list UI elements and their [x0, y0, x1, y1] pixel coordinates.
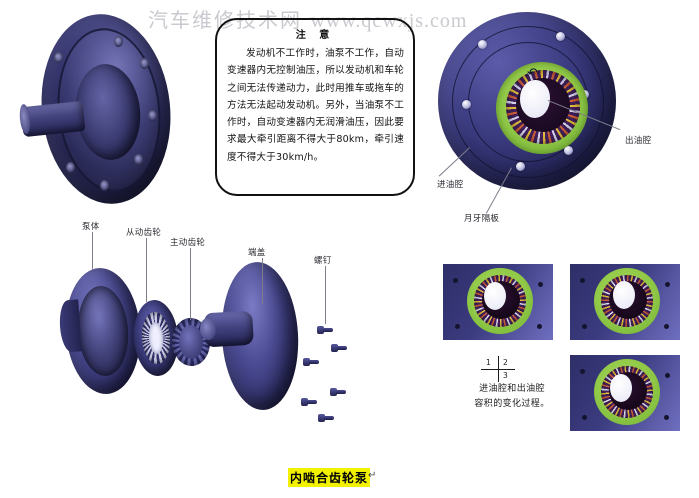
- stage-gear-bore: [613, 281, 635, 309]
- bolt-hole: [100, 180, 109, 191]
- face-bolt-hole: [556, 32, 565, 41]
- screw-part: [318, 414, 334, 422]
- screw-head: [331, 344, 338, 352]
- stage-panel-1: [443, 264, 553, 340]
- label-drive-gear: 主动齿轮: [170, 238, 206, 248]
- notice-box: 注 意 发动机不工作时，油泵不工作，自动变速器内无控制油压，所以发动机和车轮之间…: [215, 18, 415, 196]
- bolt-hole: [134, 154, 143, 165]
- screw-part: [301, 398, 317, 406]
- leader-line-driven-gear: [146, 238, 147, 302]
- stage-caption-line2: 容积的变化过程。: [474, 399, 550, 409]
- screw-shank: [336, 390, 346, 394]
- bolt-hole: [148, 110, 157, 121]
- key-number-1: 1: [486, 358, 491, 367]
- label-inlet-chamber: 进油腔: [437, 180, 464, 190]
- stage-bolt-hole: [537, 324, 542, 329]
- face-bolt-hole: [462, 100, 471, 109]
- gear-bore-highlight: [520, 80, 550, 118]
- face-bolt-hole: [564, 146, 573, 155]
- stage-gear-bore: [610, 374, 632, 402]
- screw-head: [317, 326, 324, 334]
- screw-shank: [324, 416, 334, 420]
- stage-panel-3: [570, 355, 680, 431]
- screw-head: [301, 398, 308, 406]
- screw-part: [303, 358, 319, 366]
- stage-bolt-hole: [582, 324, 587, 329]
- stage-bolt-hole: [665, 282, 670, 287]
- stage-bolt-hole: [664, 415, 669, 420]
- screw-head: [303, 358, 310, 366]
- face-outer-groove: [452, 26, 604, 178]
- label-driven-gear: 从动齿轮: [126, 228, 162, 238]
- stage-bolt-hole: [580, 278, 585, 283]
- assembled-pump-photo: [8, 7, 180, 211]
- key-number-3: 3: [503, 371, 508, 380]
- paragraph-mark-icon: ↵: [368, 470, 377, 481]
- stage-order-key: 1 2 3: [481, 356, 515, 382]
- screw-shank: [309, 360, 319, 364]
- key-vertical-rule: [498, 356, 499, 382]
- label-pump-body: 泵体: [82, 222, 100, 232]
- leader-line-drive-gear: [190, 248, 191, 320]
- label-crescent-partition: 月牙隔板: [464, 214, 500, 224]
- key-number-2: 2: [503, 358, 508, 367]
- face-bolt-hole: [478, 40, 487, 49]
- stage-panel-2: [570, 264, 680, 340]
- screw-shank: [323, 328, 333, 332]
- leader-line-pump-body: [92, 232, 93, 270]
- watermark-url-text: www.qcwxjs.com: [310, 10, 468, 32]
- face-bolt-hole: [516, 162, 525, 171]
- rotation-arrow-icon: ↶: [527, 66, 538, 81]
- notice-title: 注 意: [295, 30, 335, 41]
- stage-bolt-hole: [453, 278, 458, 283]
- stage-caption-line1: 进油腔和出油腔: [479, 384, 545, 394]
- leader-line-end-cover: [262, 258, 263, 304]
- label-end-cover: 端盖: [248, 248, 266, 258]
- screw-shank: [337, 346, 347, 350]
- bolt-hole: [66, 162, 75, 173]
- screw-head: [318, 414, 325, 422]
- stage-bolt-hole: [580, 369, 585, 374]
- stage-caption: 进油腔和出油腔 容积的变化过程。: [452, 382, 572, 412]
- screw-part: [330, 388, 346, 396]
- screw-shank: [307, 400, 317, 404]
- screw-part: [317, 326, 333, 334]
- stage-bolt-hole: [665, 373, 670, 378]
- stage-gear-bore: [484, 282, 506, 310]
- stage-bolt-hole: [538, 282, 543, 287]
- bolt-hole: [140, 58, 149, 69]
- figure-caption: 内啮合齿轮泵: [288, 468, 371, 487]
- stage-bolt-hole: [455, 324, 460, 329]
- label-outlet-chamber: 出油腔: [625, 136, 652, 146]
- screw-part: [331, 344, 347, 352]
- notice-body-text: 发动机不工作时，油泵不工作，自动变速器内无控制油压，所以发动机和车轮之间无法传递…: [227, 48, 404, 163]
- stage-bolt-hole: [582, 415, 587, 420]
- pump-body-cut-face: [58, 299, 82, 353]
- bolt-hole: [54, 52, 63, 63]
- label-screw: 螺钉: [314, 256, 332, 266]
- leader-line-screw: [325, 266, 326, 324]
- watermark: 汽车维修技术网 www.qcwxjs.com: [148, 4, 467, 33]
- bolt-hole: [114, 36, 123, 47]
- stage-bolt-hole: [664, 324, 669, 329]
- screw-head: [330, 388, 337, 396]
